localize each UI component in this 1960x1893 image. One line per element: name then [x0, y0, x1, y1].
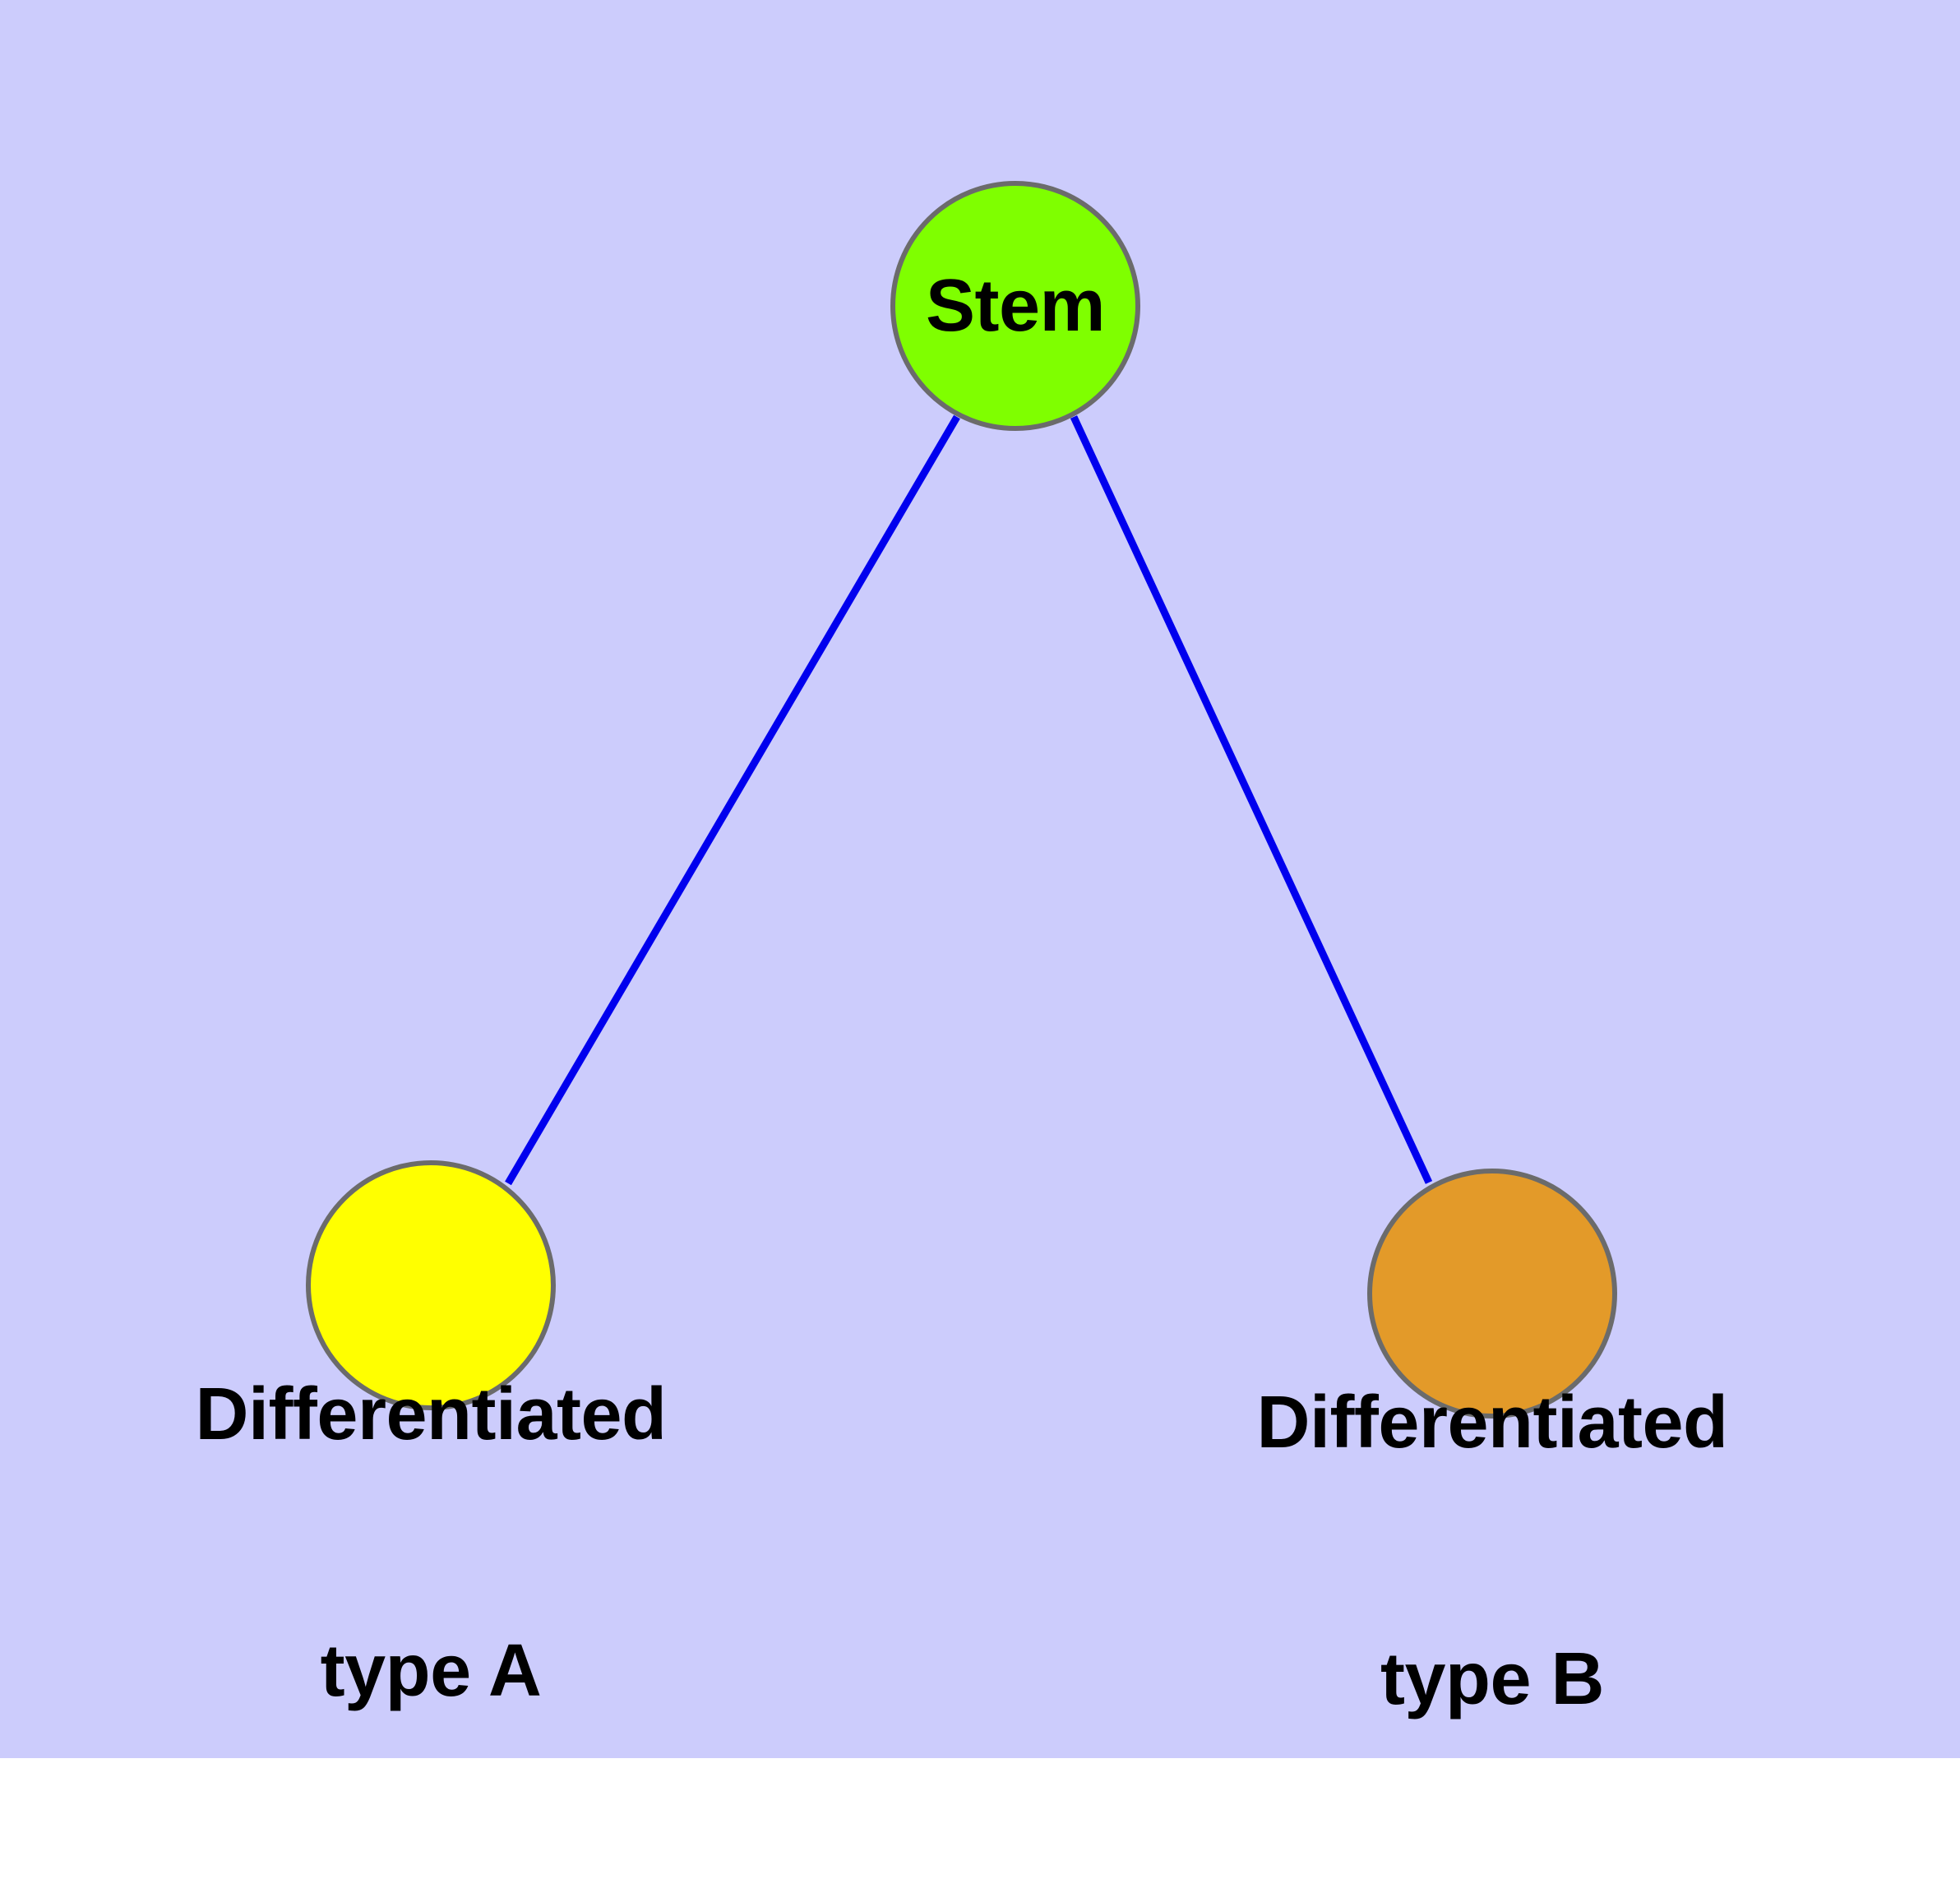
node-label-differentiated-type-a-line2: type A: [320, 1630, 542, 1712]
node-differentiated-type-a[interactable]: [306, 1160, 556, 1410]
node-differentiated-type-b[interactable]: [1367, 1169, 1617, 1419]
edge-layer: [505, 414, 1433, 1186]
node-label-differentiated-type-b: Differentiated type B: [1163, 1209, 1821, 1893]
diagram-canvas: Stem Differentiated type A Differentiate…: [0, 0, 1960, 1758]
edge-stem-to-differentiated-type-a: [505, 414, 960, 1186]
node-label-differentiated-type-a: Differentiated type A: [102, 1201, 760, 1885]
node-label-differentiated-type-a-line1: Differentiated: [195, 1373, 667, 1456]
node-label-differentiated-type-b-line2: type B: [1380, 1638, 1605, 1720]
edge-stem-to-differentiated-type-b: [1070, 415, 1433, 1184]
node-label-differentiated-type-b-line1: Differentiated: [1256, 1382, 1728, 1464]
node-stem[interactable]: [890, 181, 1140, 431]
node-label-stem: Stem: [925, 265, 1106, 347]
